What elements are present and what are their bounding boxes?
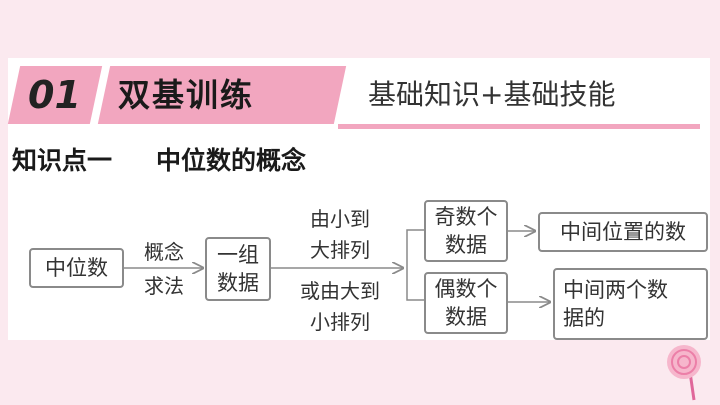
median-box: 中位数 [29,248,124,288]
even-count-line2: 数据 [445,305,487,329]
odd-count-line2: 数据 [445,233,487,257]
odd-count-line1: 奇数个 [434,205,498,229]
even-count-box: 偶数个 数据 [424,272,508,334]
odd-result-box: 中间位置的数 [538,212,708,252]
order-ascending-label: 由小到 大排列 [285,205,395,264]
order-descending-label: 或由大到 小排列 [280,277,400,336]
knowledge-point-topic: 中位数的概念 [156,146,307,175]
data-group-box: 一组 数据 [205,237,271,301]
method-label: 概念 求法 [132,238,196,300]
even-result-line1: 中间两个数 [563,278,668,302]
data-group-line2: 数据 [217,271,259,295]
subtitle-underline [338,124,700,129]
odd-count-box: 奇数个 数据 [424,200,508,262]
knowledge-point-label: 知识点一 [12,146,113,175]
order-descending-line1: 或由大到 [300,279,380,303]
page-subtitle: 基础知识+基础技能 [368,78,616,111]
data-group-line1: 一组 [217,243,259,267]
even-result-line2: 据的 [563,306,605,330]
section-heading: 知识点一 中位数的概念 [12,143,306,179]
section-number: 01 [28,73,81,117]
lollipop-icon [667,345,701,401]
odd-result-label: 中间位置的数 [560,220,686,244]
method-label-line1: 概念 [144,240,184,264]
order-ascending-line1: 由小到 [310,207,370,231]
even-result-box: 中间两个数 据的 [553,268,708,340]
method-label-line2: 求法 [144,274,184,298]
even-count-line1: 偶数个 [434,277,498,301]
order-ascending-line2: 大排列 [310,238,370,262]
page-title: 双基训练 [118,76,255,114]
order-descending-line2: 小排列 [310,310,370,334]
branch-bracket [406,229,424,301]
median-box-label: 中位数 [45,256,108,280]
